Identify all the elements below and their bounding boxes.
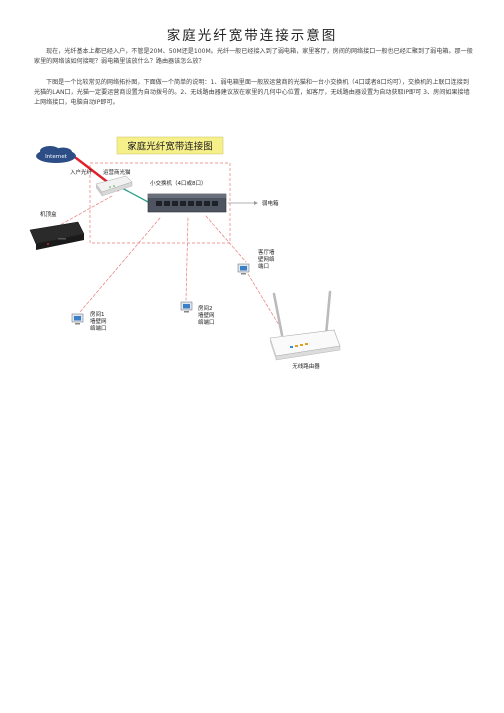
- room1-label-3: 络端口: [90, 324, 107, 332]
- living-room-pc-icon: [237, 263, 250, 275]
- diagram-heading-box: [116, 136, 224, 155]
- set-top-box-icon: [29, 221, 85, 250]
- switch-icon: [147, 193, 227, 213]
- room2-label-1: 房间2: [198, 304, 213, 312]
- modem-label: 运营商光猫: [103, 168, 131, 176]
- living-router-line: [247, 273, 283, 331]
- room1-label-2: 墙壁网: [90, 317, 107, 325]
- living-label-1: 客厅墙: [258, 248, 275, 256]
- room2-label-2: 墙壁网: [198, 311, 215, 319]
- diagram-heading: 家庭光纤宽带连接图: [127, 141, 213, 153]
- switch-label: 小交换机（4口或8口）: [150, 179, 207, 187]
- living-label-2: 壁网络: [258, 255, 275, 263]
- description-paragraph: 下图是一个比较常见的网络拓扑图，下面做一个简单的说明：1、弱电箱里面一般放运营商…: [34, 79, 470, 106]
- wireless-router-icon: [269, 290, 341, 361]
- room2-pc-icon: [180, 301, 193, 313]
- living-label-3: 端口: [258, 262, 269, 270]
- room1-pc-icon: [71, 313, 84, 325]
- internet-cloud-icon: [36, 146, 76, 163]
- switch-room2-line: [185, 217, 189, 301]
- room1-label-1: 房间1: [90, 310, 105, 318]
- modem-switch-line: [121, 187, 151, 204]
- fiber-label: 入户光纤: [70, 168, 93, 176]
- arrow-head: [254, 201, 258, 205]
- switch-living-line: [205, 215, 247, 263]
- stb-label: 机顶盒: [40, 210, 57, 218]
- switch-room1-line: [79, 217, 161, 313]
- room2-label-3: 络端口: [198, 318, 215, 326]
- page-title: 家庭光纤宽带连接示意图: [166, 28, 338, 44]
- modem-stb-line: [59, 195, 113, 226]
- router-label: 无线路由器: [292, 362, 320, 370]
- modem-icon: [95, 175, 133, 197]
- weak-box-label: 弱电箱: [262, 199, 279, 207]
- intro-paragraph: 现在，光纤基本上都已经入户，不管是20M、50M还是100M。光纤一般已经接入到…: [34, 48, 473, 65]
- internet-label: Internet: [45, 154, 68, 160]
